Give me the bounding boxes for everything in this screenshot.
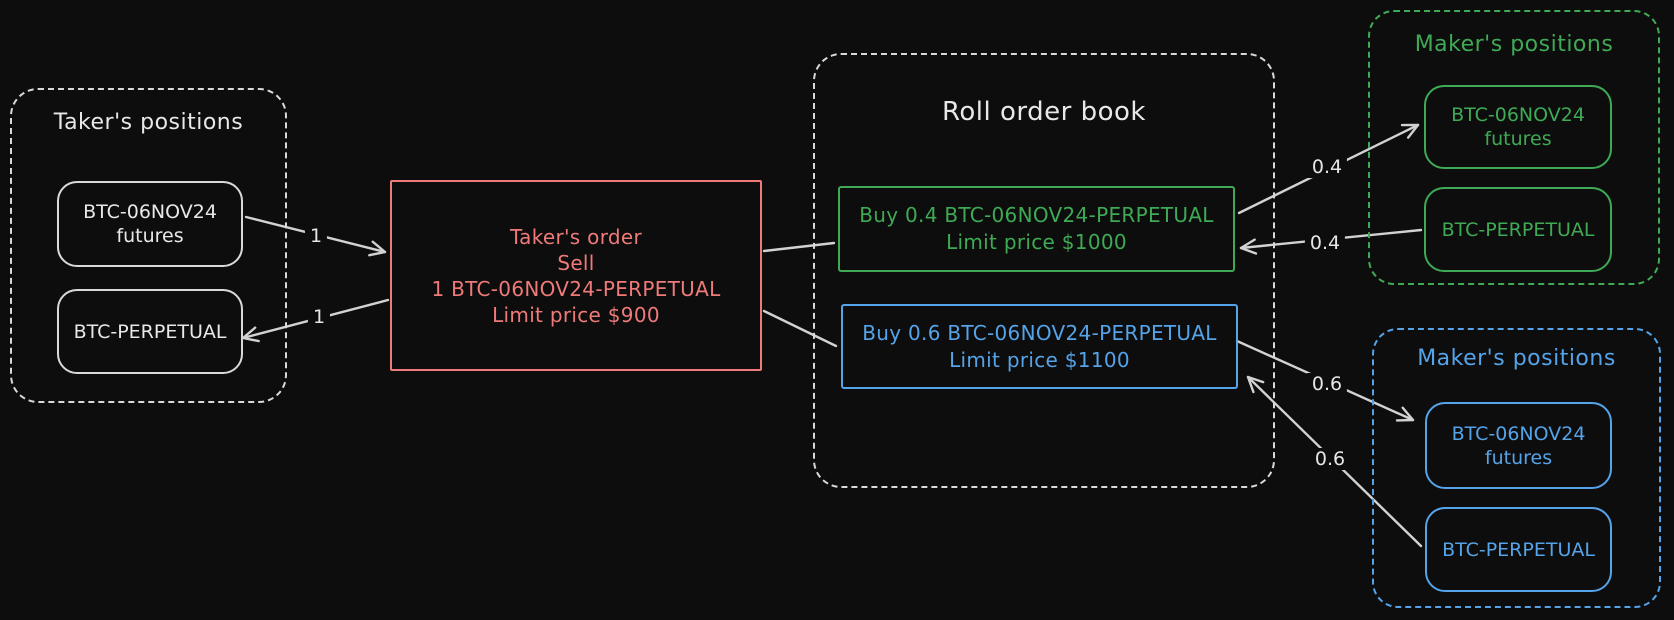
taker-order-line2: Sell [557,250,595,275]
maker-blue-positions-group: Maker's positions BTC-06NOV24 futures BT… [1372,328,1661,608]
green-buy-order-box: Buy 0.4 BTC-06NOV24-PERPETUAL Limit pric… [838,186,1235,272]
blue-buy-order-box: Buy 0.6 BTC-06NOV24-PERPETUAL Limit pric… [841,304,1238,389]
taker-order-line4: Limit price $900 [492,302,660,327]
arrow-taker-futures-to-taker-order-head [368,240,387,257]
edge-label-taker-futures-qty: 1 [304,225,328,247]
maker-blue-positions-title: Maker's positions [1417,346,1616,371]
edge-label-maker-blue-perpetual-qty: 0.6 [1309,448,1351,470]
edge-label-maker-blue-futures-qty: 0.6 [1306,373,1348,395]
taker-position-perpetual: BTC-PERPETUAL [57,289,243,374]
taker-position-futures: BTC-06NOV24 futures [57,181,243,267]
edge-label-maker-green-perpetual-qty: 0.4 [1304,232,1346,254]
taker-order-line1: Taker's order [509,224,643,249]
maker-green-positions-title: Maker's positions [1414,32,1614,57]
edge-label-maker-green-futures-qty: 0.4 [1306,156,1348,178]
maker-green-position-perpetual: BTC-PERPETUAL [1424,187,1612,272]
maker-blue-position-futures: BTC-06NOV24 futures [1425,402,1612,489]
maker-green-position-futures: BTC-06NOV24 futures [1424,85,1612,169]
taker-positions-title: Taker's positions [53,110,244,135]
roll-order-book-title: Roll order book [942,97,1146,127]
roll-order-book-group: Roll order book Buy 0.4 BTC-06NOV24-PERP… [813,53,1275,488]
taker-order-line3: 1 BTC-06NOV24-PERPETUAL [431,276,721,301]
taker-positions-group: Taker's positions BTC-06NOV24 futures BT… [10,88,287,403]
maker-green-positions-group: Maker's positions BTC-06NOV24 futures BT… [1368,10,1660,285]
edge-label-taker-perpetual-qty: 1 [307,306,331,328]
taker-order-box: Taker's order Sell 1 BTC-06NOV24-PERPETU… [390,180,762,371]
maker-blue-position-perpetual: BTC-PERPETUAL [1425,507,1612,592]
